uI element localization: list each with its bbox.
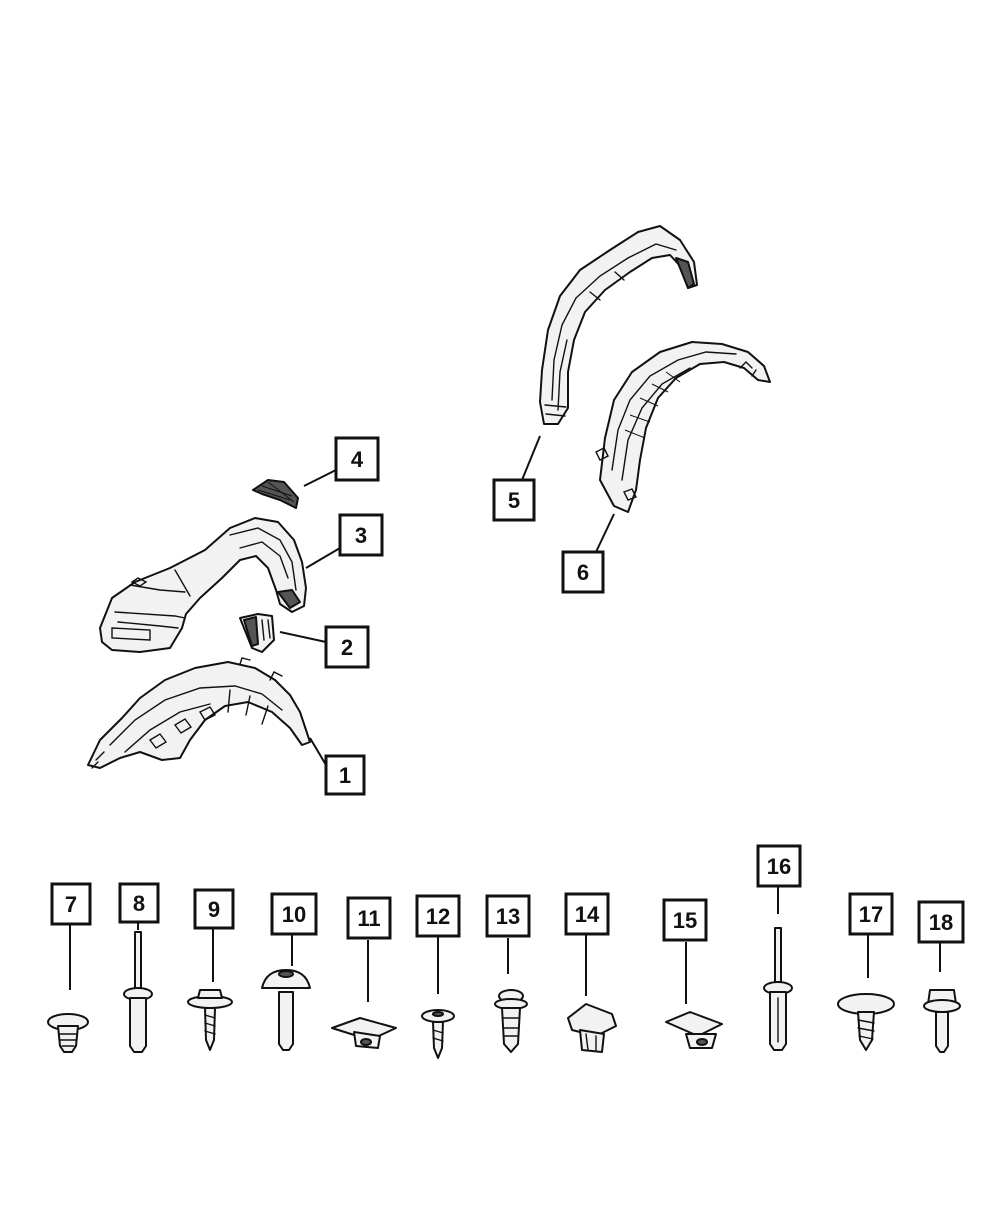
callout-16: 16 [756, 844, 802, 888]
fastener-15-spring-nut [665, 1011, 723, 1049]
callout-18-label: 18 [929, 910, 953, 935]
fastener-17-large-head-screw [837, 993, 895, 1051]
callout-18: 18 [917, 900, 965, 944]
callout-17-label: 17 [859, 902, 883, 927]
callout-1-label: 1 [339, 763, 351, 788]
callout-12: 12 [415, 894, 461, 938]
callout-4-label: 4 [351, 447, 364, 472]
fastener-11-u-nut-clip [331, 1017, 397, 1049]
callout-15: 15 [662, 898, 708, 942]
leader-lines [69, 435, 941, 1004]
callout-10-label: 10 [282, 902, 306, 927]
callout-14: 14 [564, 892, 610, 936]
callout-7: 7 [50, 882, 92, 926]
callout-5: 5 [492, 478, 536, 522]
callout-8: 8 [118, 882, 160, 924]
callout-6: 6 [561, 550, 605, 594]
part-6-rear-fender-liner [595, 341, 771, 513]
callout-17: 17 [848, 892, 894, 936]
fastener-14-retainer-clip [567, 1003, 617, 1053]
callout-11: 11 [346, 896, 392, 940]
fastener-18-hex-bolt [923, 989, 961, 1053]
callout-13: 13 [485, 894, 531, 938]
part-3-front-fender-flare [99, 517, 307, 653]
callout-2: 2 [324, 625, 370, 669]
callout-5-label: 5 [508, 488, 520, 513]
callout-2-label: 2 [341, 635, 353, 660]
callout-3: 3 [338, 513, 384, 557]
callout-10: 10 [270, 892, 318, 936]
fastener-10-dome-bolt [261, 969, 311, 1051]
part-2-bracket [239, 613, 275, 653]
callout-13-label: 13 [496, 904, 520, 929]
fastener-9-hex-flange-screw [187, 989, 233, 1051]
callout-1: 1 [324, 754, 366, 796]
callout-14-label: 14 [575, 902, 600, 927]
callout-15-label: 15 [673, 908, 697, 933]
part-1-front-fender-liner [87, 657, 311, 769]
callout-6-label: 6 [577, 560, 589, 585]
fastener-7-push-pin [47, 1013, 89, 1053]
callout-9: 9 [193, 888, 235, 930]
fastener-12-pan-head-screw [421, 1009, 455, 1059]
callout-11-label: 11 [357, 906, 380, 931]
callout-7-label: 7 [65, 892, 77, 917]
callout-3-label: 3 [355, 523, 367, 548]
fastener-13-push-rivet [494, 989, 528, 1053]
part-5-rear-fender-flare [539, 225, 698, 425]
callout-4: 4 [334, 436, 380, 482]
part-4-trim-piece [252, 479, 299, 509]
fastener-16-long-rivet [763, 927, 793, 1051]
callout-8-label: 8 [133, 891, 145, 916]
fastener-8-rivet [123, 931, 153, 1053]
callout-9-label: 9 [208, 897, 220, 922]
callout-12-label: 12 [426, 904, 450, 929]
callout-16-label: 16 [767, 854, 791, 879]
